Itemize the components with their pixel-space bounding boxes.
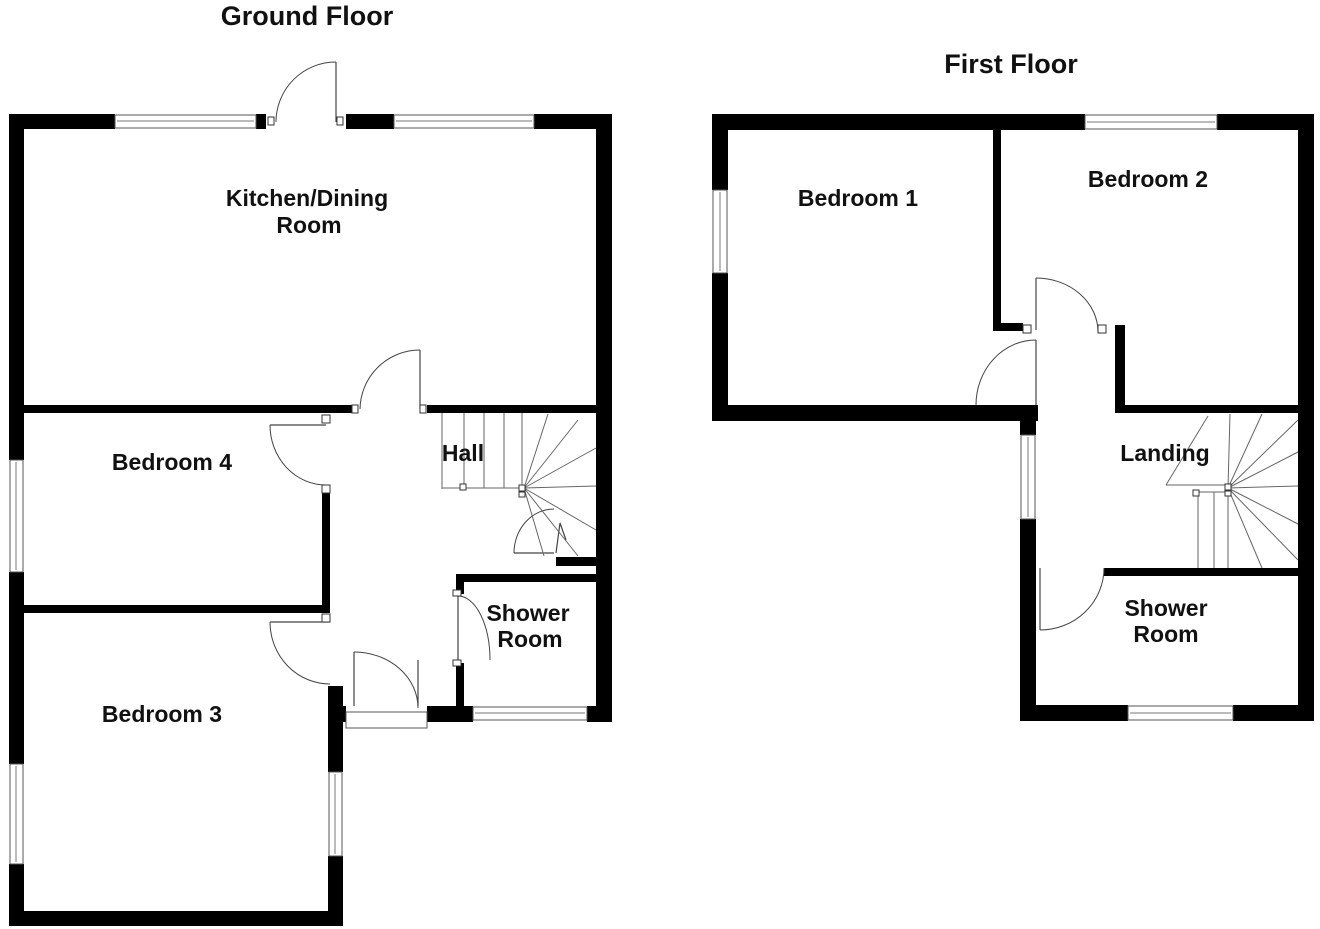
first-floor-doors bbox=[975, 277, 1107, 631]
kitchen-door-swing bbox=[351, 349, 427, 414]
shower-room-label-line1: Shower bbox=[1124, 595, 1207, 621]
bedroom-2-label: Bedroom 2 bbox=[1088, 166, 1208, 192]
first-floor-walls bbox=[712, 114, 1314, 721]
window bbox=[1020, 434, 1036, 520]
window bbox=[114, 114, 257, 129]
ground-floor-windows bbox=[9, 114, 588, 865]
back-door-swing bbox=[267, 61, 344, 126]
shower-room-label-line2: Room bbox=[1133, 621, 1198, 647]
ground-floor-walls bbox=[9, 114, 612, 926]
window bbox=[712, 189, 728, 274]
bedroom1-door-swing bbox=[975, 339, 1037, 406]
ground-floor-heading: Ground Floor bbox=[221, 1, 394, 31]
cupboard-door-swing bbox=[513, 508, 567, 554]
bedroom-4-label: Bedroom 4 bbox=[112, 449, 232, 475]
hall-label: Hall bbox=[442, 440, 484, 466]
shower-room-label-line1: Shower bbox=[486, 600, 569, 626]
bedroom4-door-swing bbox=[269, 414, 331, 494]
landing-label: Landing bbox=[1120, 440, 1209, 466]
first-floor-heading: First Floor bbox=[944, 49, 1078, 79]
ground-floor-doors bbox=[267, 61, 567, 709]
kitchen-dining-room-label-line1: Kitchen/Dining bbox=[226, 185, 388, 211]
window bbox=[393, 114, 535, 129]
bedroom-3-label: Bedroom 3 bbox=[102, 701, 222, 727]
ground-floor-stairs bbox=[441, 413, 597, 557]
window bbox=[328, 771, 343, 857]
window bbox=[472, 706, 588, 721]
window bbox=[1084, 114, 1218, 130]
bedroom3-door-swing bbox=[269, 613, 331, 685]
window bbox=[9, 763, 24, 865]
shower-door-swing bbox=[452, 589, 491, 667]
first-floor-stairs bbox=[1165, 413, 1299, 569]
window bbox=[1127, 705, 1234, 721]
window bbox=[9, 459, 24, 573]
shower-door-swing bbox=[1039, 567, 1105, 631]
kitchen-dining-room-label-line2: Room bbox=[276, 212, 341, 238]
front-door-swing bbox=[353, 651, 419, 709]
bedroom2-door-swing bbox=[1022, 277, 1107, 334]
shower-room-label-line2: Room bbox=[497, 626, 562, 652]
first-floor-windows bbox=[712, 114, 1234, 721]
front-door-threshold bbox=[345, 711, 428, 729]
bedroom-1-label: Bedroom 1 bbox=[798, 185, 918, 211]
ground-floor-plan: Kitchen/Dining Room Bedroom 4 Hall Showe… bbox=[9, 61, 612, 926]
first-floor-plan: Bedroom 1 Bedroom 2 Landing Shower Room bbox=[712, 114, 1314, 721]
